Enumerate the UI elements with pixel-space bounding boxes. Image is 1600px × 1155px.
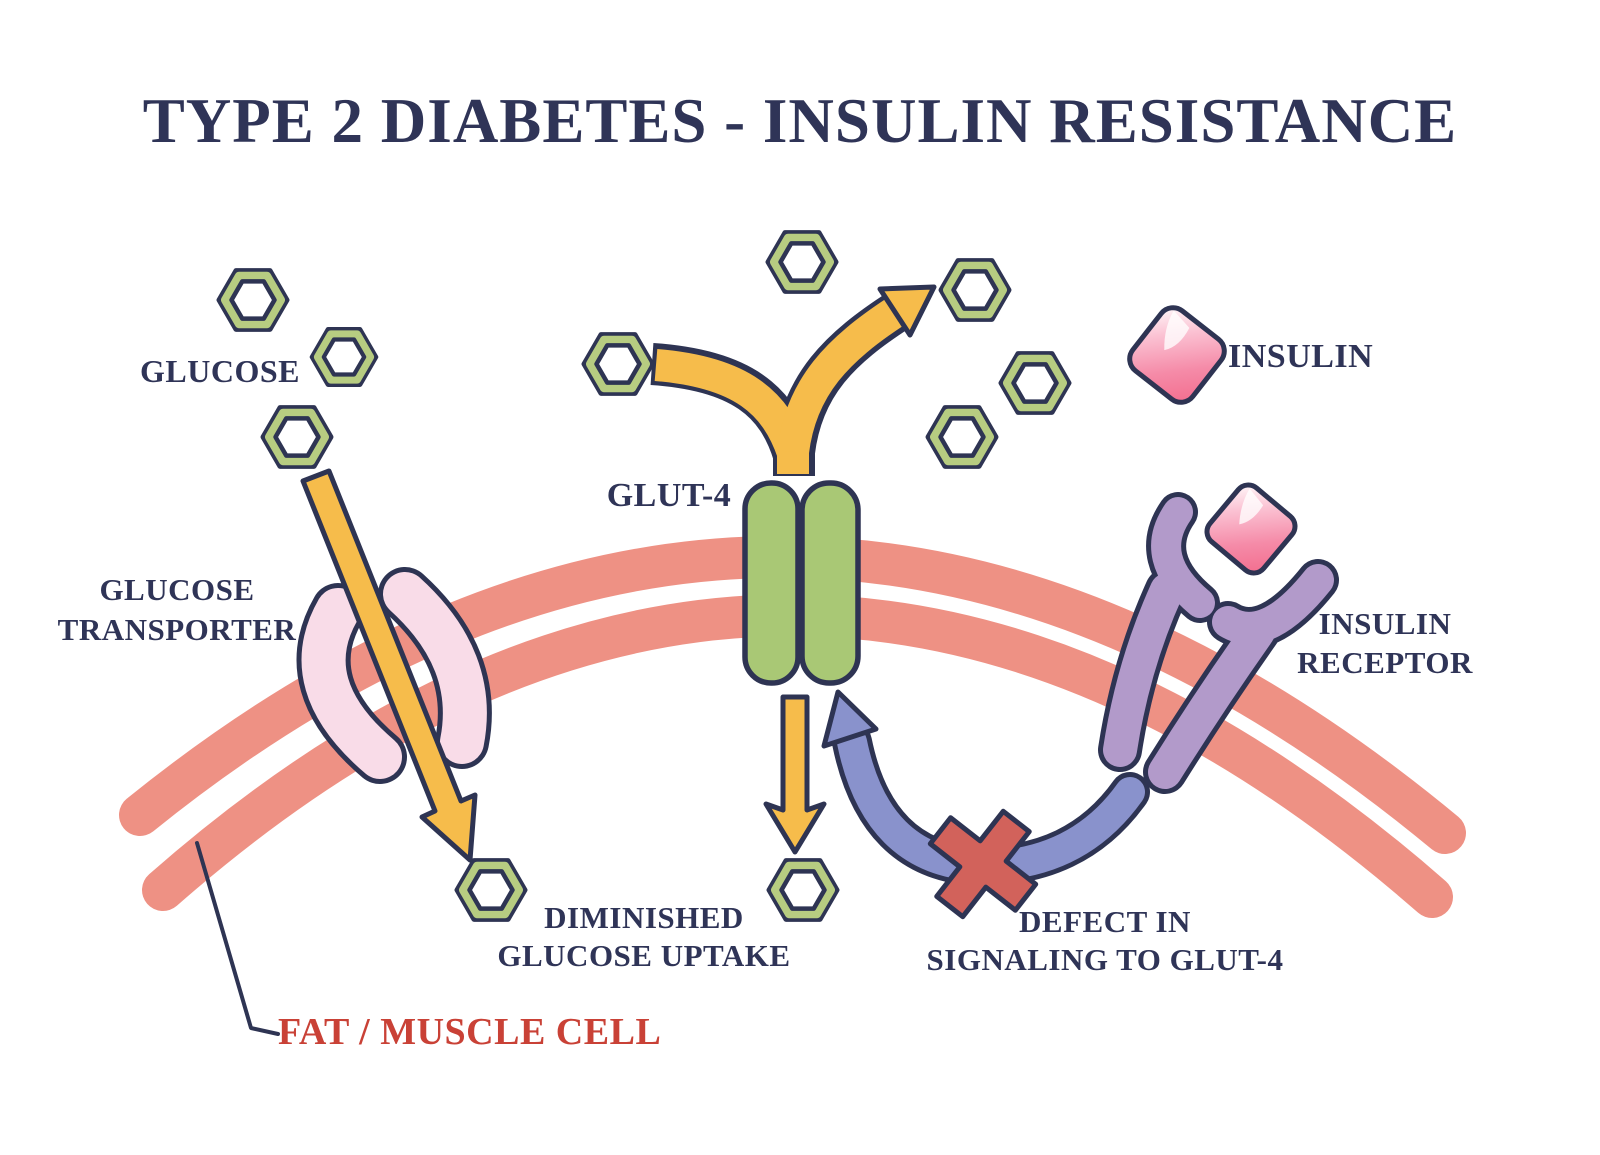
insulin-receptor-label: INSULIN RECEPTOR (1275, 604, 1495, 682)
glucose-transporter-label-line1: GLUCOSE (99, 572, 255, 607)
glut4-channel-shape (742, 480, 861, 686)
defect-x-icon (927, 808, 1039, 920)
insulin-molecule (1127, 305, 1227, 405)
diminished-uptake-arrow (763, 694, 827, 855)
defect-label-line2: SIGNALING TO GLUT-4 (926, 942, 1284, 977)
insulin-label: INSULIN (1228, 338, 1374, 375)
glucose-label: GLUCOSE (140, 353, 300, 389)
glucose-molecule (263, 408, 331, 467)
glucose-transporter-shape (296, 567, 492, 784)
glucose-molecule (928, 408, 996, 467)
signal-arrowhead (821, 689, 879, 749)
glut4-label: GLUT-4 (606, 477, 732, 514)
defect-label-line1: DEFECT IN (1019, 904, 1191, 939)
insulin-receptor-label-line1: INSULIN (1318, 606, 1452, 641)
glucose-molecule (941, 261, 1009, 320)
diminished-glucose-uptake-label: DIMINISHED GLUCOSE UPTAKE (488, 899, 800, 975)
glucose-entry-arrow (300, 468, 478, 863)
glucose-molecule (312, 329, 376, 384)
insulin-molecule-bound (1204, 482, 1298, 576)
insulin-receptor-label-line2: RECEPTOR (1297, 645, 1473, 680)
diminished-label-line1: DIMINISHED (544, 900, 744, 935)
fat-muscle-cell-label: FAT / MUSCLE CELL (278, 1011, 662, 1053)
deflected-glucose-arrow (650, 284, 937, 476)
glucose-molecule (584, 335, 652, 394)
page-title: TYPE 2 DIABETES - INSULIN RESISTANCE (142, 86, 1458, 156)
deflected-arrowhead (877, 284, 937, 338)
insulin-receptor-shape (1098, 492, 1339, 794)
glucose-transporter-label: GLUCOSE TRANSPORTER (27, 570, 327, 650)
glucose-molecule (1001, 354, 1069, 413)
glucose-transporter-label-line2: TRANSPORTER (57, 612, 297, 647)
diminished-label-line2: GLUCOSE UPTAKE (497, 938, 791, 973)
defect-signaling-label: DEFECT IN SIGNALING TO GLUT-4 (915, 903, 1295, 979)
glucose-molecule (768, 233, 836, 292)
glucose-molecule (219, 271, 287, 330)
cell-leader-line (195, 841, 280, 1036)
